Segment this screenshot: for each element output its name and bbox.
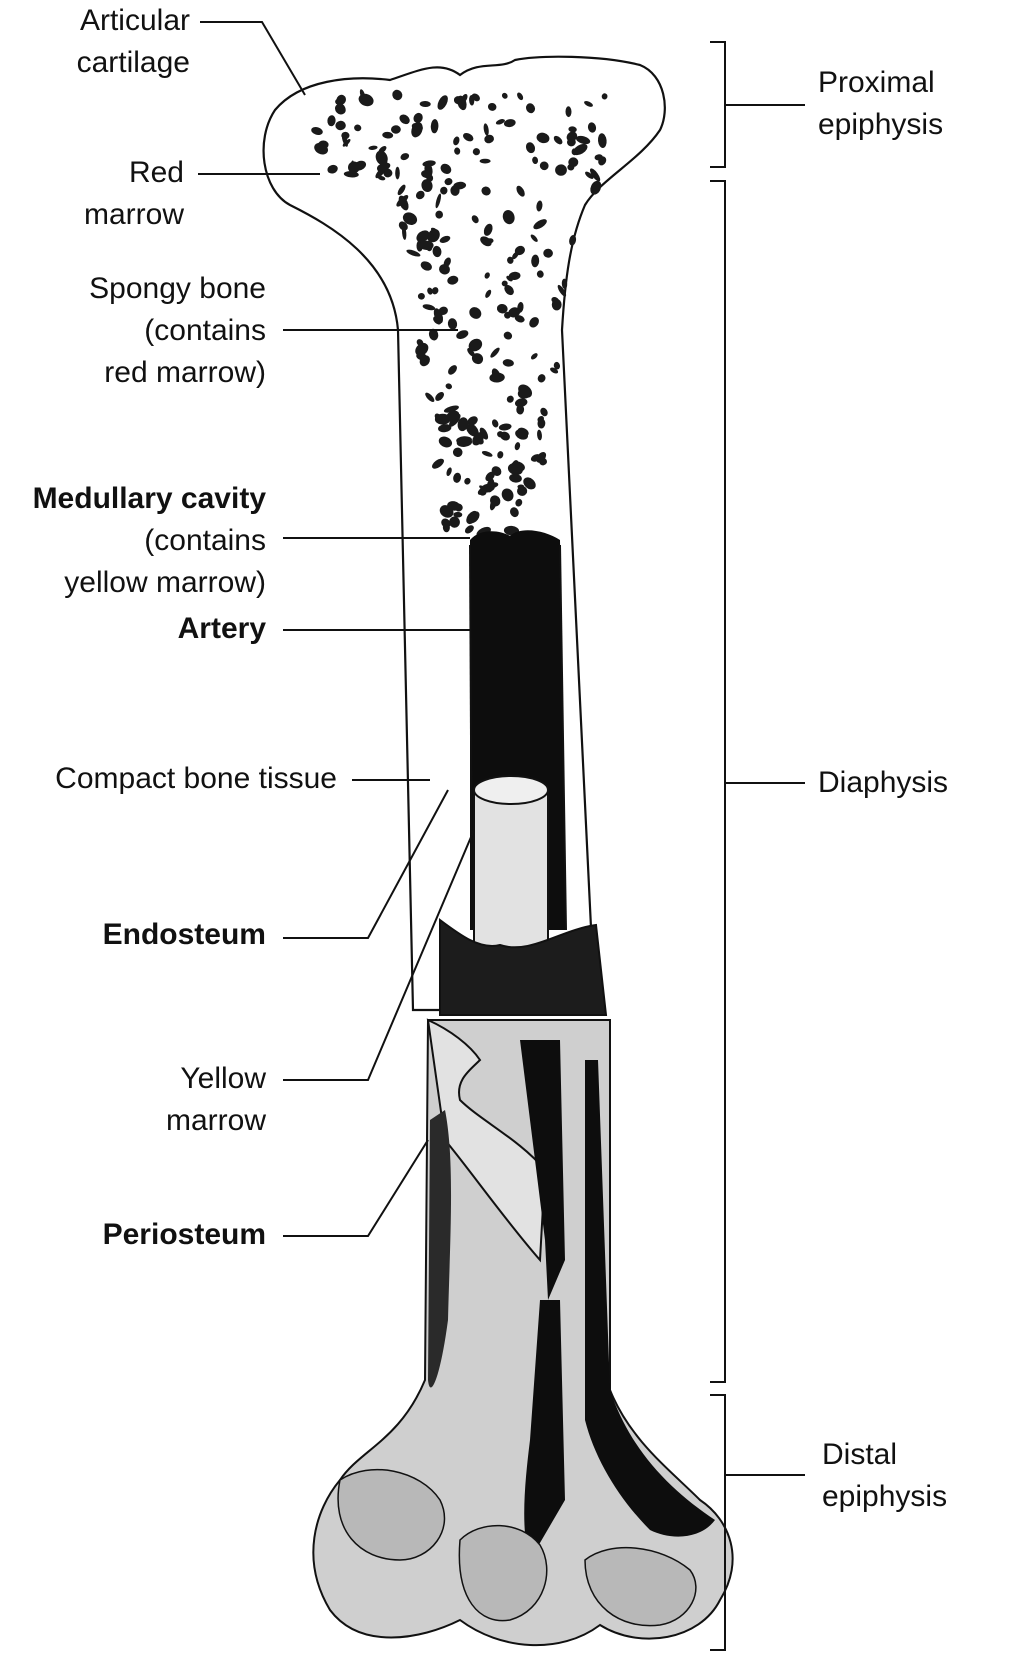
spongy-bone-pore: [395, 167, 400, 180]
label-red-marrow-line2: marrow: [20, 194, 184, 236]
label-compact-bone: Compact bone tissue: [0, 758, 337, 800]
bracket-diaphysis: [710, 181, 805, 1382]
label-spongy-bone-line3: red marrow): [20, 352, 266, 394]
label-articular-cartilage: Articular cartilage: [20, 0, 190, 84]
label-distal-epiphysis: Distal epiphysis: [822, 1434, 1022, 1518]
label-articular-cartilage-line2: cartilage: [20, 42, 190, 84]
label-medullary-cavity-line1: Medullary cavity: [0, 478, 266, 520]
label-spongy-bone: Spongy bone (contains red marrow): [20, 268, 266, 394]
bracket-distal-epiphysis: [710, 1395, 805, 1650]
spongy-bone-pore: [435, 414, 451, 425]
label-proximal-epiphysis-line1: Proximal: [818, 62, 1018, 104]
label-yellow-marrow: Yellow marrow: [20, 1058, 266, 1142]
label-diaphysis: Diaphysis: [818, 762, 1018, 804]
label-red-marrow: Red marrow: [20, 152, 184, 236]
spongy-bone-pore: [480, 159, 491, 164]
distal-condyle-center: [459, 1526, 546, 1621]
label-medullary-cavity-line3: yellow marrow): [0, 562, 266, 604]
label-spongy-bone-line1: Spongy bone: [20, 268, 266, 310]
label-periosteum: Periosteum: [20, 1214, 266, 1256]
label-artery: Artery: [20, 608, 266, 650]
bone-outline-upper: [264, 57, 665, 1010]
bracket-proximal-epiphysis: [710, 42, 805, 167]
label-distal-epiphysis-line2: epiphysis: [822, 1476, 1022, 1518]
label-distal-epiphysis-line1: Distal: [822, 1434, 1022, 1476]
spongy-bone-pore: [552, 299, 562, 310]
label-medullary-cavity: Medullary cavity (contains yellow marrow…: [0, 478, 266, 604]
label-proximal-epiphysis-line2: epiphysis: [818, 104, 1018, 146]
label-spongy-bone-line2: (contains: [20, 310, 266, 352]
yellow-marrow-top: [474, 776, 548, 804]
label-yellow-marrow-line1: Yellow: [20, 1058, 266, 1100]
label-yellow-marrow-line2: marrow: [20, 1100, 266, 1142]
leader-periosteum: [283, 1140, 428, 1236]
label-medullary-cavity-line2: (contains: [0, 520, 266, 562]
label-proximal-epiphysis: Proximal epiphysis: [818, 62, 1018, 146]
label-articular-cartilage-line1: Articular: [20, 0, 190, 42]
label-endosteum: Endosteum: [20, 914, 266, 956]
leader-articular-cartilage: [200, 22, 305, 95]
label-red-marrow-line1: Red: [20, 152, 184, 194]
